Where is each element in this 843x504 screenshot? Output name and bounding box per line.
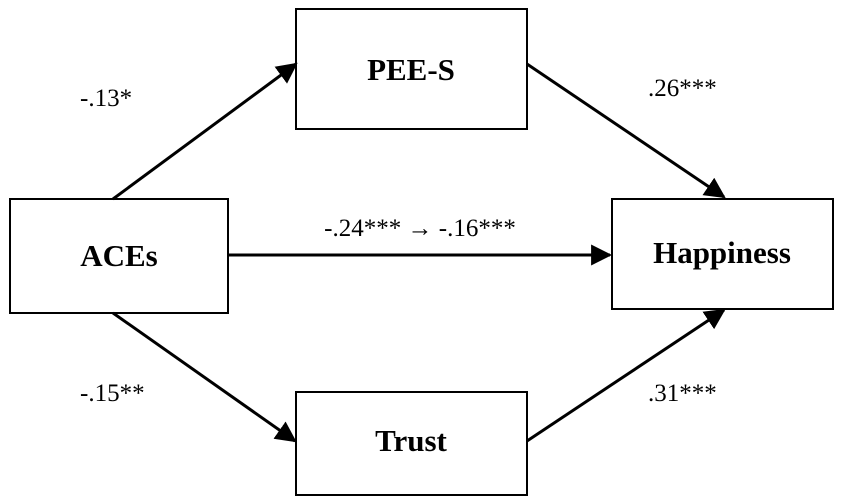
arrow-trust-to-happiness <box>526 308 726 443</box>
happiness-label: Happiness <box>653 235 791 270</box>
arrow-aces-to-trust <box>112 311 297 443</box>
aces-box <box>9 198 229 314</box>
pee-s-label: PEE-S <box>367 52 455 87</box>
trust-box <box>295 391 528 496</box>
happiness-box <box>611 198 834 310</box>
arrow-aces-to-pee-s <box>112 62 298 201</box>
trust-label: Trust <box>375 423 447 458</box>
coef-trust-to-happiness: .31*** <box>648 380 717 407</box>
coef-aces-to-pee-s: -.13* <box>80 85 132 112</box>
aces-label: ACEs <box>80 238 158 273</box>
coef-pee-s-to-happiness: .26*** <box>648 75 717 102</box>
arrow-pee-s-to-happiness <box>526 62 726 199</box>
pee-s-box <box>295 8 528 130</box>
coef-aces-to-trust: -.15** <box>80 380 145 407</box>
coef-aces-to-happiness: -.24*** → -.16*** <box>324 215 516 242</box>
